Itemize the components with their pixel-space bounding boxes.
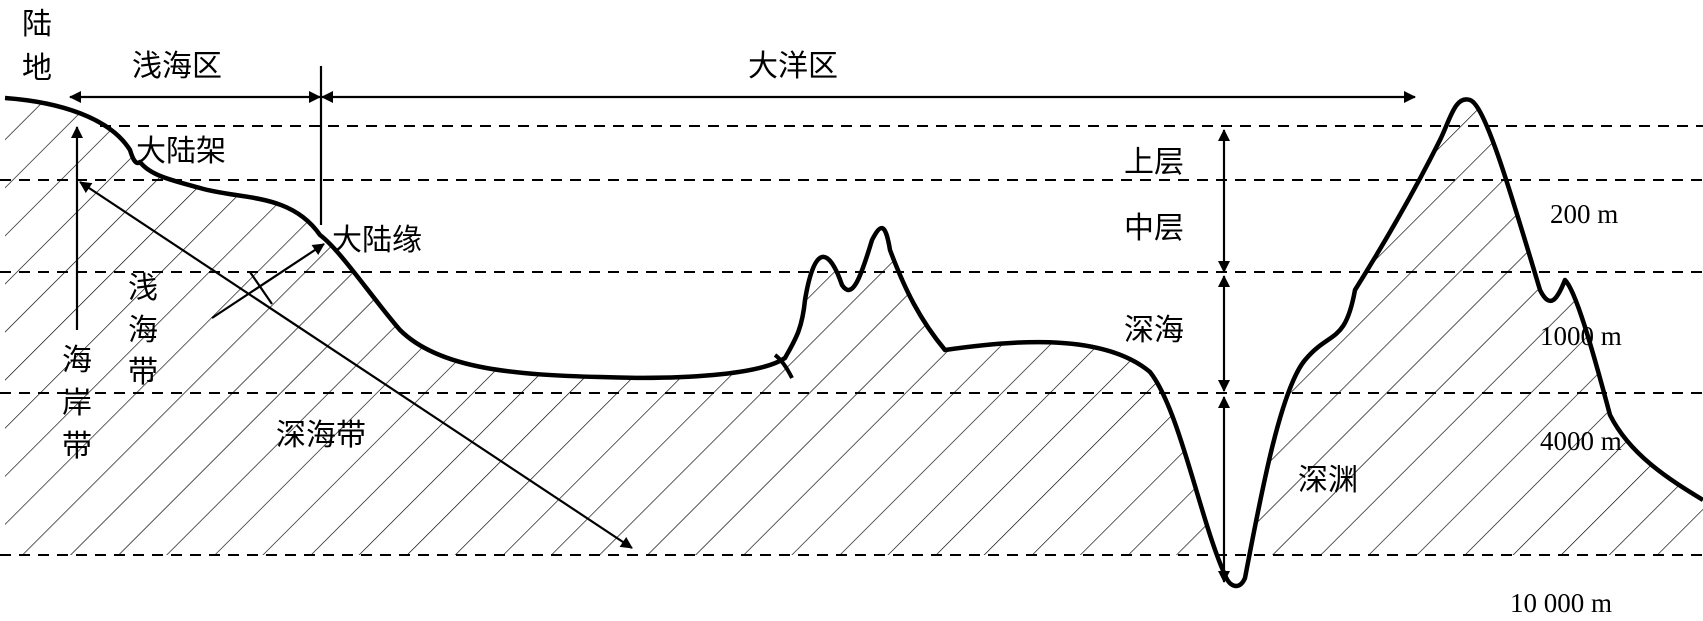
upper-layer-label: 上层 [1124, 145, 1184, 180]
littoral-zone-label-1: 海 [62, 343, 92, 378]
shelf-dip [773, 353, 794, 379]
littoral-zone-label-3: 带 [62, 429, 92, 464]
depth-200-label: 200 m [1550, 199, 1618, 229]
land-label-1: 陆 [22, 7, 52, 42]
deep-sea-label: 深海 [1124, 313, 1184, 348]
neritic-zone-label-2: 海 [128, 313, 158, 348]
middle-layer-label: 中层 [1124, 211, 1184, 246]
neritic-zone-arrow-tick [249, 271, 273, 305]
littoral-zone-label-2: 岸 [62, 386, 92, 421]
seabed-mask-bottom [0, 555, 1703, 621]
continental-shelf-label: 大陆架 [136, 134, 226, 169]
deep-sea-zone-arrow [79, 181, 633, 549]
depth-4000-label: 4000 m [1540, 426, 1622, 456]
ocean-region-label: 大洋区 [748, 49, 838, 84]
depth-10000-label: 10 000 m [1510, 588, 1612, 618]
continental-margin-label: 大陆缘 [332, 223, 422, 258]
neritic-zone-label-3: 带 [128, 355, 158, 390]
depth-1000-label: 1000 m [1540, 321, 1622, 351]
shallow-sea-region-label: 浅海区 [132, 49, 222, 84]
abyss-label: 深渊 [1298, 463, 1358, 498]
seabed-fill [5, 98, 1703, 621]
land-label-2: 地 [22, 51, 52, 86]
neritic-zone-label-1: 浅 [128, 271, 158, 306]
neritic-zone-arrow [211, 243, 325, 319]
deep-sea-zone-label: 深海带 [276, 418, 366, 453]
